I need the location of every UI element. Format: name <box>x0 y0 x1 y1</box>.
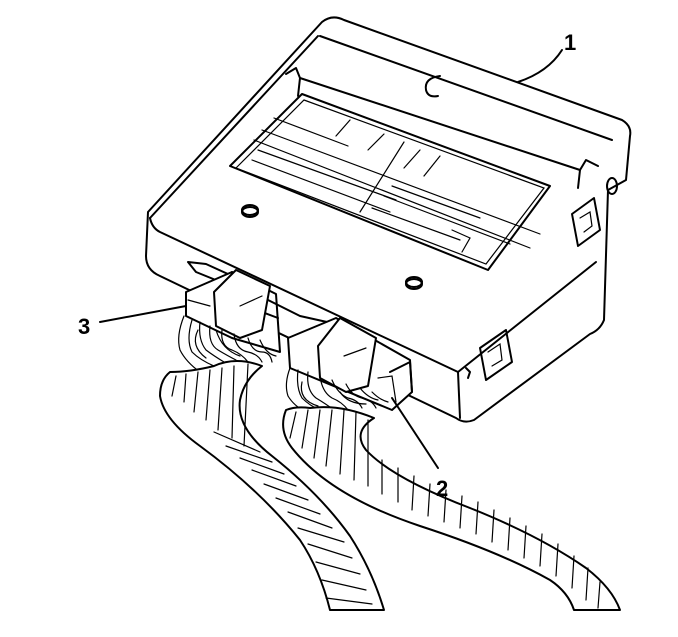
side-clip-upper <box>571 177 618 247</box>
callout-1: 1 <box>564 30 576 55</box>
side-clip-lower <box>465 329 513 381</box>
callout-3: 3 <box>78 314 90 339</box>
leader-line-1 <box>517 49 563 83</box>
wire-bundle-left <box>178 315 277 373</box>
leader-line-2 <box>391 397 439 469</box>
leader-line-3 <box>99 305 187 323</box>
c-emboss <box>424 75 441 98</box>
callout-2: 2 <box>436 476 448 501</box>
harness-conduit-left <box>159 360 385 611</box>
wire-bundle-right <box>285 367 389 413</box>
label-plate <box>229 93 551 271</box>
connector-left-latch <box>213 269 271 339</box>
connector-left <box>185 261 337 353</box>
harness-conduit-right <box>282 406 621 611</box>
